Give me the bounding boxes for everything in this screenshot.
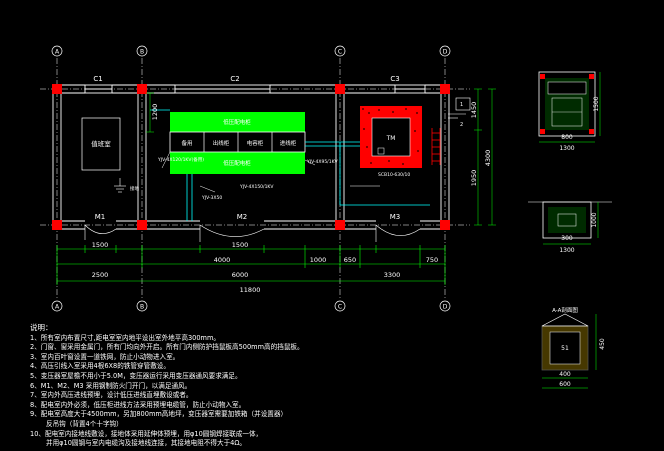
note-line: 3、室内百叶窗设置一道铁网，防止小动物进入室。 xyxy=(30,352,180,361)
cable-leaders xyxy=(161,151,380,193)
door-label-m2: M2 xyxy=(237,213,248,221)
dim-row1-3: 1000 xyxy=(310,256,327,264)
detail-2 xyxy=(528,201,612,245)
axis-label-d-bottom: D xyxy=(443,304,448,311)
detail-3: A-A剖面图 xyxy=(541,306,597,389)
dim-row2-5: 3300 xyxy=(384,271,401,279)
dim-row2-1: 2500 xyxy=(92,271,109,279)
detail2-dim-vertical: 1000 xyxy=(591,212,598,227)
note-sub-line: 反吊钩（背置4个十字钩） xyxy=(46,419,123,428)
dimensions xyxy=(56,88,496,285)
axis-label-b-top: B xyxy=(140,49,144,56)
structural-columns xyxy=(52,84,450,230)
axis-label-d-top: D xyxy=(443,49,448,56)
note-line: 7、室内外高压进线预埋，设计低压进线直埋敷设或者。 xyxy=(30,391,193,400)
dim-right-2: 4300 xyxy=(484,150,492,167)
dim-row1-5: 750 xyxy=(426,256,438,264)
note-line: 5、变压器室屋檐不用小于5.0M，变压器运行采用变压器通风要求满足。 xyxy=(30,371,242,380)
detail1-dim-bottom: 1300 xyxy=(559,145,574,152)
ladder xyxy=(431,128,441,165)
note-last-line: 并用φ10圆钢与室内电缆沟及接地线连接，其接地电阻不得大于4Ω。 xyxy=(46,439,247,448)
axis-label-a-bottom: A xyxy=(55,304,60,311)
note-line: 10、配电室内接地线敷设，接地体采用延伸体预埋，用φ10圆钢焊接联成一体， xyxy=(30,429,263,438)
detail2-dim-bottom: 1300 xyxy=(559,247,574,254)
transformer-note: SCB10-630/10 xyxy=(378,172,410,178)
note-line: 4、高压引线入室采用4根6X8的铁管穿管敷设。 xyxy=(30,362,170,371)
dim-total: 11800 xyxy=(240,286,261,294)
axis-label-a-top: A xyxy=(55,49,60,56)
detail3-dim-vertical: 450 xyxy=(599,338,606,350)
hv-entry-label-2: 2 xyxy=(460,122,463,128)
cabinet-outgoing: 出线柜 xyxy=(213,139,230,147)
duty-room-label: 值班室 xyxy=(91,139,111,148)
axis-lines xyxy=(40,58,470,300)
dim-right-3: 1950 xyxy=(470,170,478,187)
axis-bubbles-top xyxy=(51,45,451,312)
cable-note-left: YJV-4X120/1KV(备用) xyxy=(157,156,204,163)
cable-note-mid: YJV-4X95/1KV xyxy=(306,159,339,165)
detail2-dim-inner: 300 xyxy=(561,235,573,242)
cabinet-spare: 备用 xyxy=(181,139,192,147)
detail3-dim-inner: 400 xyxy=(559,371,571,378)
floor-plan: A B C D A B C D xyxy=(40,45,471,312)
dim-row1-1: 1500 xyxy=(92,241,109,249)
window-label-c2: C2 xyxy=(230,75,239,83)
cable-note-tr: YJV-3X50 xyxy=(201,195,222,201)
transformer-label: TM xyxy=(386,135,396,142)
duty-room-desk xyxy=(81,117,121,171)
design-notes: 说明： 1、所有室内布置尺寸,距电室室内地平设出室外地平高300mm。 2、门窗… xyxy=(30,323,500,449)
window-label-c1: C1 xyxy=(93,75,102,83)
switchgear-bottom-label: 低压配电柜 xyxy=(223,159,251,167)
note-line: 1、所有室内布置尺寸,距电室室内地平设出室外地平高300mm。 xyxy=(30,333,220,342)
doors xyxy=(84,224,421,242)
switchgear-group xyxy=(169,112,306,174)
dim-right-1: 1450 xyxy=(470,102,478,119)
detail1-dim-inner: 800 xyxy=(561,134,573,141)
detail3-mark: 51 xyxy=(561,345,569,352)
axis-label-c-bottom: C xyxy=(338,304,342,311)
hv-entry-box xyxy=(448,97,471,119)
transformer xyxy=(360,106,422,168)
ground-symbol xyxy=(114,178,126,193)
door-label-m1: M1 xyxy=(95,213,106,221)
switchgear-top-label: 低压配电柜 xyxy=(223,118,251,126)
detail3-dim-bottom: 600 xyxy=(559,381,571,388)
window-label-c3: C3 xyxy=(390,75,399,83)
dim-left-vertical: 1200 xyxy=(151,104,159,121)
dim-row1-4: 650 xyxy=(344,256,356,264)
ground-mark-label: 接地 xyxy=(130,185,139,192)
dim-row3-1: 6000 xyxy=(232,271,249,279)
hv-entry-label: 1 xyxy=(460,102,463,108)
detail3-title: A-A剖面图 xyxy=(552,306,578,314)
detail1-dim-vertical: 1500 xyxy=(593,96,600,111)
dim-row2-2: 4000 xyxy=(214,256,231,264)
note-line: 8、配电室内外必须，低压柜进线方法采用预埋电缆管，防止小动物入室。 xyxy=(30,400,246,409)
note-line: 9、配电室高度大于4500mm，另加800mm高地坪，变压器室需要加铁箱（并设置… xyxy=(30,410,288,419)
detail-1 xyxy=(538,71,601,143)
axis-label-b-bottom: B xyxy=(140,304,144,311)
dim-row1-2: 1500 xyxy=(232,241,249,249)
cabinet-incoming: 进线柜 xyxy=(280,139,297,147)
door-label-m3: M3 xyxy=(390,213,401,221)
note-line: 2、门窗、窗采用金属门，所有门均向外开启。所有门内侧防护挡鼠板高500mm高的挡… xyxy=(30,343,304,352)
note-line: 6、M1、M2、M3 采用钢制防火门开门，以满足通风。 xyxy=(30,381,192,390)
cable-note-bottom: YJV-4X150/1KV xyxy=(239,184,274,190)
notes-heading: 说明： xyxy=(30,323,53,332)
axis-label-c-top: C xyxy=(338,49,342,56)
cabinet-capacitor: 电容柜 xyxy=(247,139,264,147)
